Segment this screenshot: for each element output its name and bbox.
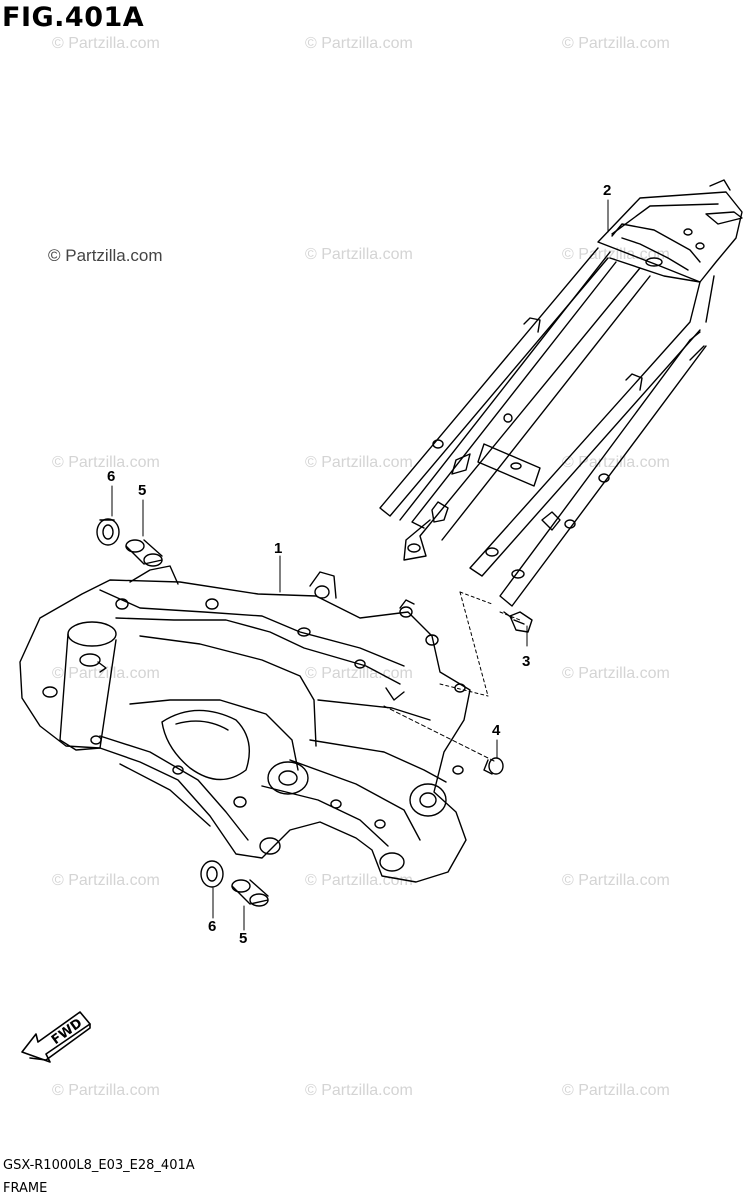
callout-rivet[interactable]: 4 xyxy=(492,722,501,739)
callout-collar[interactable]: 5 xyxy=(239,930,248,947)
watermark: © Partzilla.com xyxy=(52,872,160,889)
collar-drawing[interactable] xyxy=(231,879,269,907)
watermark: © Partzilla.com xyxy=(52,454,160,471)
watermark: © Partzilla.com xyxy=(52,35,160,52)
watermark: © Partzilla.com xyxy=(52,665,160,682)
fwd-arrow-icon: FWD xyxy=(21,1011,91,1063)
watermark: © Partzilla.com xyxy=(305,1082,413,1099)
watermark: © Partzilla.com xyxy=(562,454,670,471)
watermark: © Partzilla.com xyxy=(48,246,163,265)
main-frame-drawing[interactable] xyxy=(19,565,471,883)
watermark: © Partzilla.com xyxy=(562,1082,670,1099)
callout-main-frame[interactable]: 1 xyxy=(274,540,283,557)
collar-drawing[interactable] xyxy=(125,539,163,567)
watermark: © Partzilla.com xyxy=(562,665,670,682)
callout-washer[interactable]: 6 xyxy=(208,918,217,935)
figure-title: FIG.401A xyxy=(2,2,145,33)
callout-seat-rail[interactable]: 2 xyxy=(603,182,612,199)
watermark: © Partzilla.com xyxy=(305,246,413,263)
washer-drawing[interactable] xyxy=(200,860,224,888)
washer-drawing[interactable] xyxy=(96,518,120,546)
figure-code: GSX-R1000L8_E03_E28_401A xyxy=(3,1158,195,1173)
rivet-drawing[interactable] xyxy=(483,757,504,775)
watermark: © Partzilla.com xyxy=(52,1082,160,1099)
watermark: © Partzilla.com xyxy=(305,665,413,682)
callout-collar[interactable]: 5 xyxy=(138,482,147,499)
watermark: © Partzilla.com xyxy=(562,872,670,889)
callout-washer[interactable]: 6 xyxy=(107,468,116,485)
watermark: © Partzilla.com xyxy=(305,454,413,471)
watermark: © Partzilla.com xyxy=(305,35,413,52)
figure-caption: FRAME xyxy=(3,1181,48,1196)
watermark: © Partzilla.com xyxy=(562,35,670,52)
seat-rail-drawing[interactable] xyxy=(379,179,743,607)
callout-bolt[interactable]: 3 xyxy=(522,653,531,670)
bolt-drawing[interactable] xyxy=(503,611,533,633)
